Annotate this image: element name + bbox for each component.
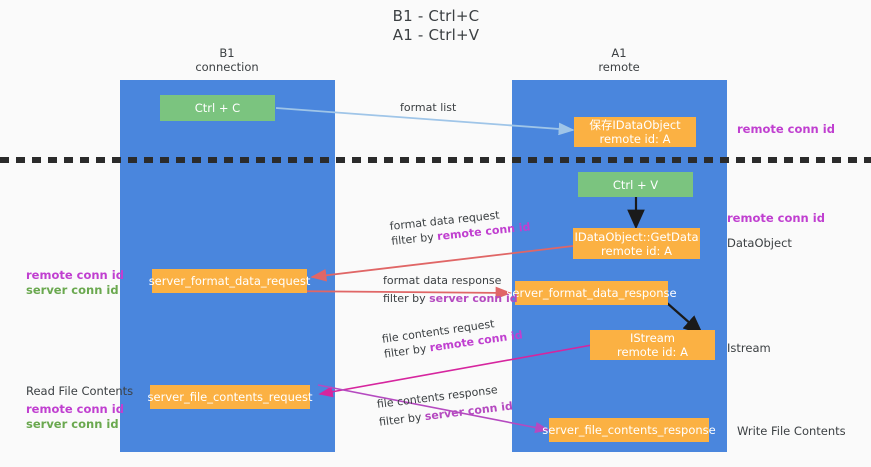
column-header-a1: A1 remote <box>519 46 719 74</box>
edge-label-format-data-response-key: server conn id <box>429 292 518 305</box>
edge-label-file-contents-response: file contents response filter by server … <box>376 381 514 430</box>
annotation-read-file-contents: Read File Contents <box>26 384 133 399</box>
page-title: B1 - Ctrl+C A1 - Ctrl+V <box>336 7 536 45</box>
edge-label-format-list: format list <box>400 100 456 115</box>
annotation-dataobject: DataObject <box>727 236 792 251</box>
annotation-istream-text: Istream <box>727 341 771 355</box>
annotation-remote-conn-id-top: remote conn id <box>737 122 835 137</box>
node-server-file-contents-response[interactable]: server_file_contents_response <box>542 418 716 442</box>
annotation-dataobject-text: DataObject <box>727 236 792 250</box>
column-header-a1-name: A1 <box>611 46 627 60</box>
edge-label-file-contents-request: file contents request filter by remote c… <box>381 313 524 362</box>
annotation-left-remote-conn-id-2: remote conn id <box>26 402 124 416</box>
annotation-left-conn-ids-bottom: remote conn id server conn id <box>26 402 124 432</box>
node-idataobject-getdata-title: IDataObject::GetData <box>574 229 699 244</box>
annotation-left-remote-conn-id: remote conn id <box>26 268 124 282</box>
page-title-line-2: A1 - Ctrl+V <box>392 26 480 44</box>
node-istream[interactable]: IStream remote id: A <box>590 330 715 360</box>
annotation-left-server-conn-id: server conn id <box>26 283 119 297</box>
edge-label-format-data-request-prefix: filter by <box>390 230 438 248</box>
annotation-write-file-contents-text: Write File Contents <box>737 424 846 438</box>
edge-label-format-data-response-prefix: filter by <box>383 292 430 305</box>
edge-label-format-data-response-line2: filter by server conn id <box>383 291 518 306</box>
column-header-b1-role: connection <box>195 60 259 74</box>
annotation-remote-conn-id-mid: remote conn id <box>727 211 825 226</box>
edge-label-file-contents-response-prefix: filter by <box>378 410 426 429</box>
node-ctrl-c[interactable]: Ctrl + C <box>160 95 275 121</box>
node-ctrl-c-label: Ctrl + C <box>194 101 241 115</box>
annotation-remote-conn-id-top-text: remote conn id <box>737 122 835 136</box>
annotation-remote-conn-id-mid-text: remote conn id <box>727 211 825 225</box>
node-istream-subtitle: remote id: A <box>617 345 688 359</box>
node-idataobject-getdata-subtitle: remote id: A <box>601 243 672 258</box>
node-server-file-contents-request[interactable]: server_file_contents_request <box>147 385 313 409</box>
node-save-idataobject-title: 保存IDataObject <box>589 118 681 132</box>
node-server-format-data-request[interactable]: server_format_data_request <box>149 269 310 293</box>
edge-label-format-data-response: format data response filter by server co… <box>383 273 518 306</box>
node-server-file-contents-response-label: server_file_contents_response <box>542 423 716 437</box>
node-istream-title: IStream <box>629 331 675 345</box>
node-server-format-data-response[interactable]: server_format_data_response <box>506 281 677 305</box>
node-server-format-data-request-label: server_format_data_request <box>148 274 311 288</box>
annotation-istream: Istream <box>727 341 771 356</box>
edge-label-format-data-request: format data request filter by remote con… <box>389 204 531 248</box>
node-ctrl-v-label: Ctrl + V <box>612 177 659 192</box>
annotation-left-conn-ids-top: remote conn id server conn id <box>26 268 124 298</box>
column-header-a1-role: remote <box>598 60 640 74</box>
page-title-line-1: B1 - Ctrl+C <box>392 7 480 25</box>
edge-label-format-list-text: format list <box>400 101 457 114</box>
node-server-file-contents-request-label: server_file_contents_request <box>147 390 313 404</box>
annotation-left-server-conn-id-2: server conn id <box>26 417 119 431</box>
node-save-idataobject[interactable]: 保存IDataObject remote id: A <box>574 117 696 147</box>
edge-label-format-data-response-line1: format data response <box>383 274 502 287</box>
column-header-b1-name: B1 <box>219 46 235 60</box>
node-save-idataobject-subtitle: remote id: A <box>599 132 671 146</box>
node-idataobject-getdata[interactable]: IDataObject::GetData remote id: A <box>573 228 700 259</box>
node-ctrl-v[interactable]: Ctrl + V <box>578 172 693 197</box>
annotation-write-file-contents: Write File Contents <box>737 424 846 439</box>
column-header-b1: B1 connection <box>127 46 327 74</box>
node-server-format-data-response-label: server_format_data_response <box>506 286 677 300</box>
annotation-read-file-contents-text: Read File Contents <box>26 384 134 398</box>
